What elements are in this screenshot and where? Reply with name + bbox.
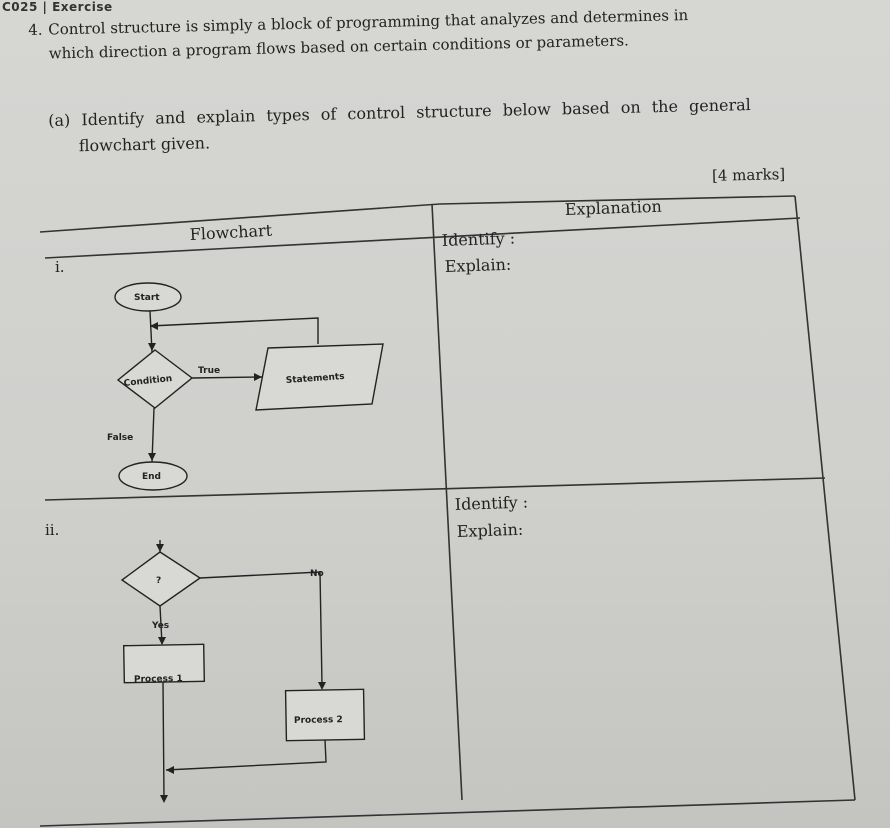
fc1-true-label: True <box>198 366 220 376</box>
page-header: C025 | Exercise <box>2 0 113 14</box>
fc2-decision-label: ? <box>156 576 161 586</box>
fc2-process2-label: Process 2 <box>294 715 343 726</box>
fc2-arrowhead-yes <box>158 637 166 645</box>
table-right-border <box>794 195 856 801</box>
fc2-process1-to-exit <box>162 681 165 801</box>
fc2-yes-label: Yes <box>151 621 169 631</box>
fc2-arrowhead-merge <box>166 766 174 774</box>
fc1-arrow-true <box>191 376 263 379</box>
fc1-end-label: End <box>142 472 161 482</box>
fc1-start-label: Start <box>134 293 160 303</box>
flowchart-header: Flowchart <box>189 221 273 244</box>
fc2-arrowhead-no <box>318 682 326 690</box>
fc2-arrowhead-entry <box>156 544 164 552</box>
row-i-explain: Explain: <box>444 255 511 276</box>
table-header-divider <box>44 217 801 259</box>
row-ii-identify: Identify : <box>454 492 528 514</box>
table-row-divider <box>44 477 826 501</box>
table-column-divider <box>431 203 463 801</box>
fc2-process1-label: Process 1 <box>134 674 183 685</box>
fc1-end-terminal <box>118 461 188 491</box>
fc2-process1-box <box>122 643 206 684</box>
fc1-arrowhead-down-1 <box>148 343 156 351</box>
fc1-loop-back-line <box>149 317 319 344</box>
fc2-arrowhead-exit <box>160 795 168 803</box>
fc2-no-branch-line <box>199 571 323 686</box>
table-bottom-border <box>39 799 856 827</box>
fc1-statements-label: Statements <box>286 372 345 386</box>
row-i-identify: Identify : <box>441 228 515 250</box>
row-i-number: i. <box>55 258 65 276</box>
explanation-header: Explanation <box>564 197 662 219</box>
fc1-start-terminal <box>114 282 182 312</box>
fc2-merge-line <box>165 739 327 771</box>
fc1-arrowhead-true <box>254 373 262 381</box>
fc2-no-label: No <box>310 569 324 579</box>
table-outer-top <box>39 195 796 233</box>
fc1-false-label: False <box>107 433 133 443</box>
row-ii-explain: Explain: <box>456 520 523 541</box>
fc1-arrowhead-left-loop <box>150 322 158 330</box>
fc1-arrowhead-false <box>148 453 156 461</box>
row-ii-number: ii. <box>45 521 59 539</box>
fc1-statements-parallelogram <box>255 343 384 411</box>
fc1-condition-diamond <box>116 349 194 409</box>
